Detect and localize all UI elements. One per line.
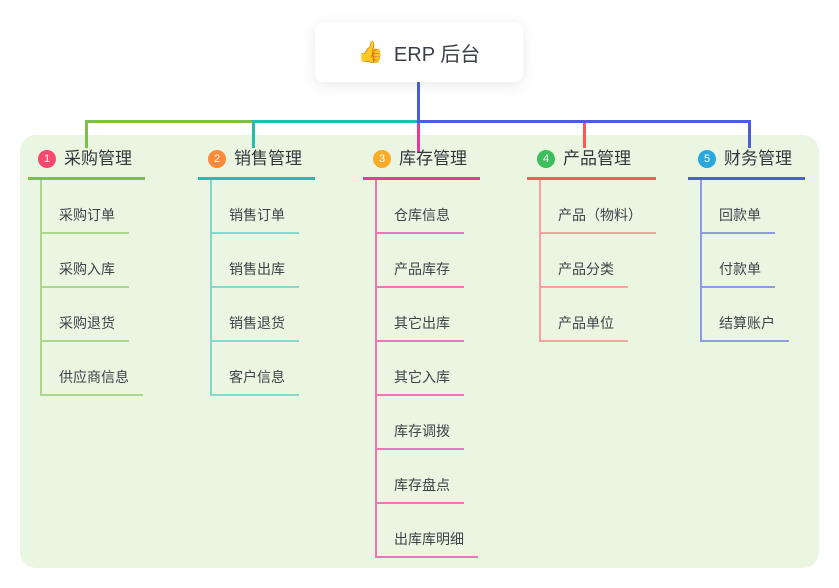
branch: 2 销售管理 销售订单销售出库销售退货客户信息 (198, 148, 315, 396)
child-node[interactable]: 销售订单 (212, 180, 299, 234)
child-node[interactable]: 客户信息 (212, 342, 299, 396)
branch: 1 采购管理 采购订单采购入库采购退货供应商信息 (28, 148, 145, 396)
branch-number-badge: 3 (373, 150, 391, 168)
branch-number-badge: 5 (698, 150, 716, 168)
child-node[interactable]: 库存调拨 (377, 396, 464, 450)
child-node[interactable]: 仓库信息 (377, 180, 464, 234)
child-node[interactable]: 产品（物料） (541, 180, 656, 234)
branch-children: 回款单付款单结算账户 (700, 180, 789, 342)
connector-line (582, 123, 586, 148)
connector-line (251, 120, 255, 148)
child-node[interactable]: 其它入库 (377, 342, 464, 396)
child-node[interactable]: 采购退货 (42, 288, 129, 342)
branch-header[interactable]: 2 销售管理 (198, 148, 315, 180)
child-node[interactable]: 其它出库 (377, 288, 464, 342)
connector-line (86, 120, 255, 123)
child-node[interactable]: 产品单位 (541, 288, 628, 342)
branch-number-badge: 4 (537, 150, 555, 168)
child-node[interactable]: 库存盘点 (377, 450, 464, 504)
branch-header[interactable]: 5 财务管理 (688, 148, 805, 180)
branch: 5 财务管理 回款单付款单结算账户 (688, 148, 805, 342)
child-node[interactable]: 销售出库 (212, 234, 299, 288)
child-node[interactable]: 产品分类 (541, 234, 628, 288)
branch-children: 销售订单销售出库销售退货客户信息 (210, 180, 299, 396)
branch-number-badge: 2 (208, 150, 226, 168)
child-node[interactable]: 出库库明细 (377, 504, 478, 558)
child-node[interactable]: 采购订单 (42, 180, 129, 234)
connector-line (416, 123, 420, 152)
branch: 4 产品管理 产品（物料）产品分类产品单位 (527, 148, 656, 342)
connector-line (747, 120, 751, 148)
branch-header[interactable]: 1 采购管理 (28, 148, 145, 180)
thumbs-up-icon: 👍 (357, 40, 384, 64)
child-node[interactable]: 回款单 (702, 180, 775, 234)
branch-title: 产品管理 (563, 149, 631, 168)
branch-header[interactable]: 3 库存管理 (363, 148, 480, 180)
mindmap-board (20, 135, 819, 568)
branch-title: 财务管理 (724, 149, 792, 168)
branch-children: 采购订单采购入库采购退货供应商信息 (40, 180, 143, 396)
branch-header[interactable]: 4 产品管理 (527, 148, 656, 180)
branch-title: 采购管理 (64, 149, 132, 168)
child-node[interactable]: 产品库存 (377, 234, 464, 288)
branch-number-badge: 1 (38, 150, 56, 168)
connector-line (416, 120, 751, 123)
connector-line (84, 120, 88, 148)
child-node[interactable]: 供应商信息 (42, 342, 143, 396)
connector-line (253, 120, 420, 123)
branch-title: 库存管理 (399, 149, 467, 168)
connector-line (416, 82, 420, 123)
branch: 3 库存管理 仓库信息产品库存其它出库其它入库库存调拨库存盘点出库库明细 (363, 148, 480, 558)
root-node[interactable]: 👍 ERP 后台 (315, 22, 523, 82)
branch-children: 产品（物料）产品分类产品单位 (539, 180, 656, 342)
child-node[interactable]: 销售退货 (212, 288, 299, 342)
child-node[interactable]: 结算账户 (702, 288, 789, 342)
root-label: ERP 后台 (393, 43, 481, 66)
child-node[interactable]: 采购入库 (42, 234, 129, 288)
branch-children: 仓库信息产品库存其它出库其它入库库存调拨库存盘点出库库明细 (375, 180, 478, 558)
child-node[interactable]: 付款单 (702, 234, 775, 288)
branch-title: 销售管理 (234, 149, 302, 168)
